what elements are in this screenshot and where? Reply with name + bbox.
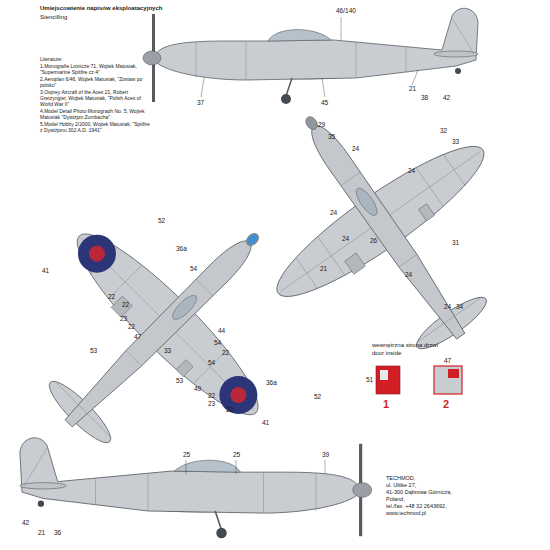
callout-number: 38 (421, 95, 428, 102)
callout-number: 21 (320, 266, 327, 273)
caption-text: wewnętrzna strona drzwi (372, 342, 438, 348)
caption-text: Stencilling (40, 14, 67, 20)
callout-number: 22 (122, 302, 129, 309)
callout-number: 52 (158, 218, 165, 225)
address-line: Poland, (386, 497, 405, 503)
callout-number: 49 (194, 386, 201, 393)
address-line: ul. Ułtike 27, (386, 483, 416, 489)
callout-number: 46/140 (336, 8, 356, 15)
callout-number: 52 (314, 394, 321, 401)
callout-number: 51 (366, 377, 373, 384)
callout-number: 23 (120, 316, 127, 323)
callout-number: 36 (54, 530, 61, 537)
reference-list: Literature:1.Monografie Lotnicze 71, Woj… (40, 56, 150, 134)
callout-number: 31 (452, 240, 459, 247)
reference-text: 3.Osprey Aircraft of the Aces 21, Robert… (40, 89, 150, 107)
callout-number: 39 (322, 452, 329, 459)
callout-number: 22 (108, 294, 115, 301)
callout-number: 22 (208, 393, 215, 400)
callout-number: 47 (444, 358, 451, 365)
callout-number: 53 (90, 348, 97, 355)
callout-number: 47 (134, 334, 141, 341)
callout-number: 54 (190, 266, 197, 273)
address-line: 41-300 Dąbrowa Górnicza, (386, 490, 452, 496)
callout-number: 24 (405, 272, 412, 279)
callout-number: 32 (440, 128, 447, 135)
sheet-heading: Umiejscowienie napisów eksploatacyjnych (40, 5, 162, 11)
callout-number: 22 (226, 407, 233, 414)
callout-number: 24 (330, 210, 337, 217)
callout-number: 34 (456, 304, 463, 311)
callout-number: 36a (176, 246, 187, 253)
callout-number: 54 (214, 340, 221, 347)
callout-number: 37 (197, 100, 204, 107)
callout-number: 41 (262, 420, 269, 427)
callout-number: 44 (218, 328, 225, 335)
reference-text: 2.Aeroplan 6/46, Wojtek Matusiak, "Zosta… (40, 76, 150, 88)
callout-number: 25 (183, 452, 190, 459)
callout-number: 53 (176, 378, 183, 385)
callout-number: 42 (22, 520, 29, 527)
callout-number: 22 (222, 350, 229, 357)
callout-number: 33 (452, 139, 459, 146)
callout-number: 24 (342, 236, 349, 243)
address-line: tel./fax. +48 32 2643692, (386, 504, 447, 510)
callout-number: 25 (233, 452, 240, 459)
callout-number: 26 (370, 238, 377, 245)
callout-number: 24 (408, 168, 415, 175)
panel-number: 1 (383, 399, 389, 410)
reference-text: Literature: (40, 56, 150, 62)
callout-number: 22 (128, 324, 135, 331)
callout-number: 35 (328, 134, 335, 141)
callout-number: 21 (38, 530, 45, 537)
callout-number: 36a (266, 380, 277, 387)
address-line: www.techmod.pl (386, 511, 426, 517)
panel-number: 2 (443, 399, 449, 410)
reference-text: 1.Monografie Lotnicze 71, Wojtek Matusia… (40, 63, 150, 75)
reference-text: 5.Model Hobby 2/2000, Wojtek Matusiak, "… (40, 121, 150, 133)
callout-number: 24 (352, 146, 359, 153)
caption-text: door inside (372, 350, 401, 356)
callout-number: 54 (208, 360, 215, 367)
callout-number: 23 (208, 401, 215, 408)
callout-number: 24 (444, 304, 451, 311)
callout-number: 41 (42, 268, 49, 275)
callout-number: 45 (321, 100, 328, 107)
callout-number: 29 (318, 122, 325, 129)
callout-number: 33 (164, 348, 171, 355)
address-line: TECHMOD, (386, 476, 415, 482)
callout-number: 21 (409, 86, 416, 93)
reference-text: 4.Model Detail Photo Monograph No. 5, Wo… (40, 108, 150, 120)
callout-number: 42 (443, 95, 450, 102)
